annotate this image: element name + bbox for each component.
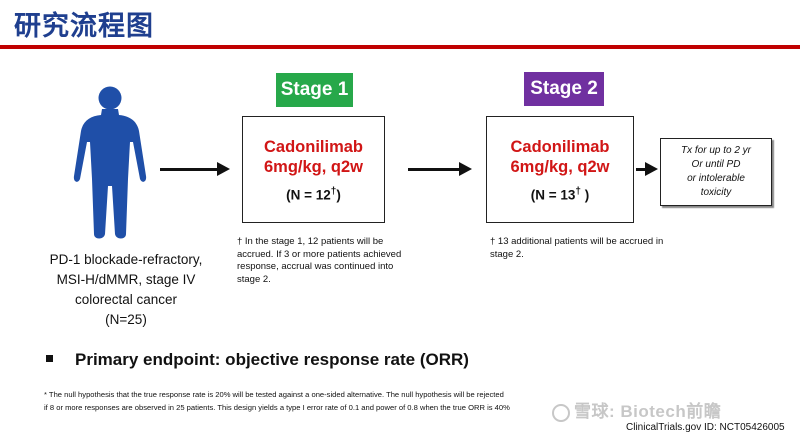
stage2-sample-size: (N = 13† ): [530, 186, 590, 203]
stage2-note: † 13 additional patients will be accrued…: [490, 236, 664, 260]
title-divider: [0, 45, 800, 49]
stage1-note: † In the stage 1, 12 patients will be ac…: [237, 236, 402, 285]
stage1-drug-name: Cadonilimab: [263, 138, 363, 156]
treatment-line: toxicity: [700, 187, 732, 198]
stage2-drug-name: Cadonilimab: [510, 138, 610, 156]
stage2-dose: 6mg/kg, q2w: [510, 158, 610, 176]
stage1-drug-box: Cadonilimab 6mg/kg, q2w (N = 12†): [242, 116, 385, 223]
population-line: colorectal cancer: [74, 292, 178, 307]
footnote-line: if 8 or more responses are observed in 2…: [44, 402, 510, 412]
treatment-line: or intolerable: [687, 173, 745, 184]
stage2-drug-box: Cadonilimab 6mg/kg, q2w (N = 13† ): [486, 116, 634, 223]
population-line: (N=25): [105, 312, 147, 327]
snowball-logo-icon: [552, 403, 570, 422]
stage1-dose: 6mg/kg, q2w: [263, 158, 364, 176]
person-silhouette-icon: [73, 86, 147, 239]
population-description: PD-1 blockade-refractory, MSI-H/dMMR, st…: [16, 250, 236, 330]
stage1-label: Stage 1: [276, 73, 353, 107]
treatment-line: Or until PD: [691, 159, 741, 170]
population-line: MSI-H/dMMR, stage IV: [56, 272, 196, 287]
statistical-footnote: * The null hypothesis that the true resp…: [44, 389, 644, 414]
arrow-to-treatment: [636, 162, 658, 176]
population-line: PD-1 blockade-refractory,: [49, 252, 203, 267]
arrow-to-stage2: [408, 162, 472, 176]
primary-endpoint-text: Primary endpoint: objective response rat…: [75, 350, 469, 369]
footnote-line: * The null hypothesis that the true resp…: [44, 390, 504, 399]
bullet-icon: [46, 355, 53, 363]
stage1-sample-size: (N = 12†): [286, 186, 341, 203]
page-title: 研究流程图: [14, 11, 154, 42]
stage2-label: Stage 2: [524, 72, 604, 106]
treatment-line: Tx for up to 2 yr: [680, 145, 752, 156]
source-citation: ClinicalTrials.gov ID: NCT05426005: [626, 422, 785, 433]
primary-endpoint: Primary endpoint: objective response rat…: [46, 350, 469, 370]
treatment-duration-box: Tx for up to 2 yr Or until PD or intoler…: [660, 138, 772, 206]
arrow-to-stage1: [160, 162, 230, 176]
watermark: 雪球: Biotech前瞻: [552, 397, 721, 422]
